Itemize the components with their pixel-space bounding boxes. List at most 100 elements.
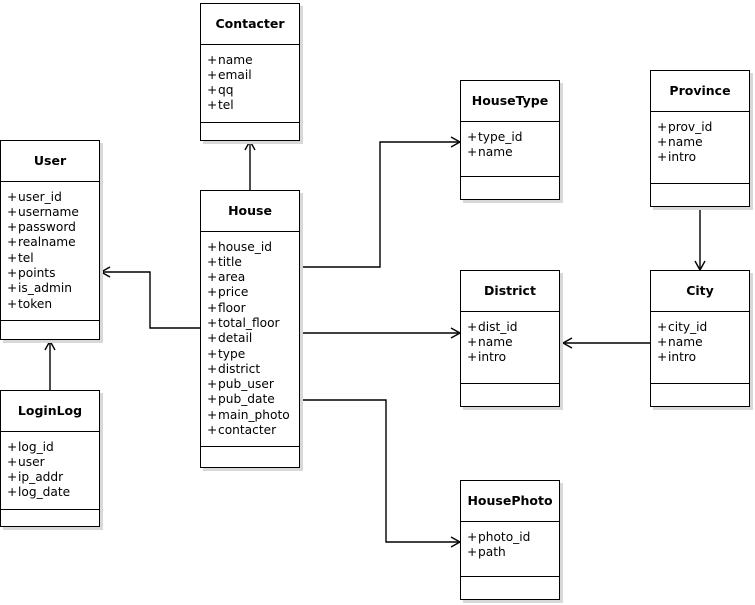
association-house-to-district[interactable] <box>303 327 462 339</box>
operation-compartment-house <box>201 447 299 469</box>
association-house-to-user[interactable] <box>99 266 200 329</box>
visibility-marker: + <box>207 346 218 361</box>
visibility-marker: + <box>467 144 478 159</box>
attribute-name: floor <box>218 300 246 315</box>
attribute-name: title <box>218 254 242 269</box>
association-house-to-contacter[interactable] <box>244 139 256 190</box>
attribute-compartment-housephoto: +photo_id+path <box>461 522 559 577</box>
attribute-name: contacter <box>218 423 277 438</box>
visibility-marker: + <box>207 423 218 438</box>
attribute-row: +qq <box>207 83 299 98</box>
visibility-marker: + <box>657 150 668 165</box>
visibility-marker: + <box>207 52 218 67</box>
visibility-marker: + <box>7 439 18 454</box>
visibility-marker: + <box>207 67 218 82</box>
attribute-name: name <box>478 334 513 349</box>
attribute-compartment-housetype: +type_id+name <box>461 122 559 177</box>
attribute-name: tel <box>218 98 234 113</box>
attribute-name: user_id <box>18 189 62 204</box>
visibility-marker: + <box>657 334 668 349</box>
attribute-compartment-contacter: +name+email+qq+tel <box>201 45 299 123</box>
attribute-row: +points <box>7 266 99 281</box>
association-city-to-district[interactable] <box>561 337 650 349</box>
attribute-row: +detail <box>207 331 299 346</box>
attribute-row: +pub_user <box>207 377 299 392</box>
attribute-row: +title <box>207 255 299 270</box>
class-name-district: District <box>461 271 559 312</box>
association-line <box>303 141 458 268</box>
visibility-marker: + <box>207 239 218 254</box>
visibility-marker: + <box>467 529 478 544</box>
arrowhead-icon <box>561 337 573 349</box>
class-box-city[interactable]: City+city_id+name+intro <box>650 270 750 407</box>
attribute-name: intro <box>478 350 507 365</box>
attribute-name: ip_addr <box>18 470 64 485</box>
attribute-name: area <box>218 270 246 285</box>
class-name-housephoto: HousePhoto <box>461 481 559 522</box>
attribute-name: type <box>218 346 246 361</box>
attribute-name: log_date <box>18 485 71 500</box>
attribute-name: detail <box>218 331 253 346</box>
attribute-row: +is_admin <box>7 281 99 296</box>
attribute-name: pub_user <box>218 377 274 392</box>
class-box-province[interactable]: Province+prov_id+name+intro <box>650 70 750 207</box>
visibility-marker: + <box>207 315 218 330</box>
attribute-row: +intro <box>657 350 749 365</box>
attribute-name: prov_id <box>668 119 713 134</box>
association-house-to-housephoto[interactable] <box>303 399 462 548</box>
attribute-row: +name <box>467 145 559 160</box>
operation-compartment-user <box>1 321 99 343</box>
visibility-marker: + <box>7 470 18 485</box>
association-province-to-city[interactable] <box>694 210 706 272</box>
attribute-row: +name <box>657 335 749 350</box>
visibility-marker: + <box>207 407 218 422</box>
attribute-compartment-loginlog: +log_id+user+ip_addr+log_date <box>1 432 99 510</box>
visibility-marker: + <box>7 250 18 265</box>
operation-compartment-contacter <box>201 123 299 145</box>
attribute-name: username <box>18 204 79 219</box>
operation-compartment-district <box>461 384 559 406</box>
visibility-marker: + <box>207 392 218 407</box>
attribute-name: total_floor <box>218 315 280 330</box>
visibility-marker: + <box>7 235 18 250</box>
attribute-row: +path <box>467 545 559 560</box>
attribute-row: +dist_id <box>467 320 559 335</box>
visibility-marker: + <box>207 285 218 300</box>
class-box-housephoto[interactable]: HousePhoto+photo_id+path <box>460 480 560 600</box>
attribute-row: +type_id <box>467 130 559 145</box>
attribute-compartment-city: +city_id+name+intro <box>651 312 749 384</box>
class-box-district[interactable]: District +dist_id+name+intro <box>460 270 560 407</box>
visibility-marker: + <box>7 265 18 280</box>
class-name-housetype: HouseType <box>461 81 559 122</box>
class-box-user[interactable]: User+user_id+username+password+realname+… <box>0 140 100 340</box>
attribute-row: +district <box>207 362 299 377</box>
attribute-name: house_id <box>218 239 272 254</box>
class-name-contacter: Contacter <box>201 4 299 45</box>
attribute-name: token <box>18 296 53 311</box>
attribute-row: +username <box>7 205 99 220</box>
attribute-row: +log_date <box>7 485 99 500</box>
attribute-row: +city_id <box>657 320 749 335</box>
attribute-name: email <box>218 67 252 82</box>
association-loginlog-to-user[interactable] <box>44 339 56 390</box>
association-house-to-housetype[interactable] <box>303 136 462 268</box>
attribute-name: name <box>218 52 253 67</box>
attribute-row: +tel <box>207 98 299 113</box>
class-name-city: City <box>651 271 749 312</box>
attribute-row: +intro <box>657 150 749 165</box>
attribute-row: +log_id <box>7 440 99 455</box>
visibility-marker: + <box>657 119 668 134</box>
visibility-marker: + <box>657 350 668 365</box>
visibility-marker: + <box>207 254 218 269</box>
attribute-name: intro <box>668 150 697 165</box>
class-box-house[interactable]: House+house_id+title+area+price+floor+to… <box>200 190 300 468</box>
attribute-row: +name <box>467 335 559 350</box>
operation-compartment-city <box>651 384 749 406</box>
class-box-loginlog[interactable]: LoginLog+log_id+user+ip_addr+log_date <box>0 390 100 527</box>
visibility-marker: + <box>467 350 478 365</box>
class-box-housetype[interactable]: HouseType+type_id+name <box>460 80 560 200</box>
attribute-name: type_id <box>478 129 523 144</box>
visibility-marker: + <box>7 189 18 204</box>
class-box-contacter[interactable]: Contacter+name+email+qq+tel <box>200 3 300 141</box>
